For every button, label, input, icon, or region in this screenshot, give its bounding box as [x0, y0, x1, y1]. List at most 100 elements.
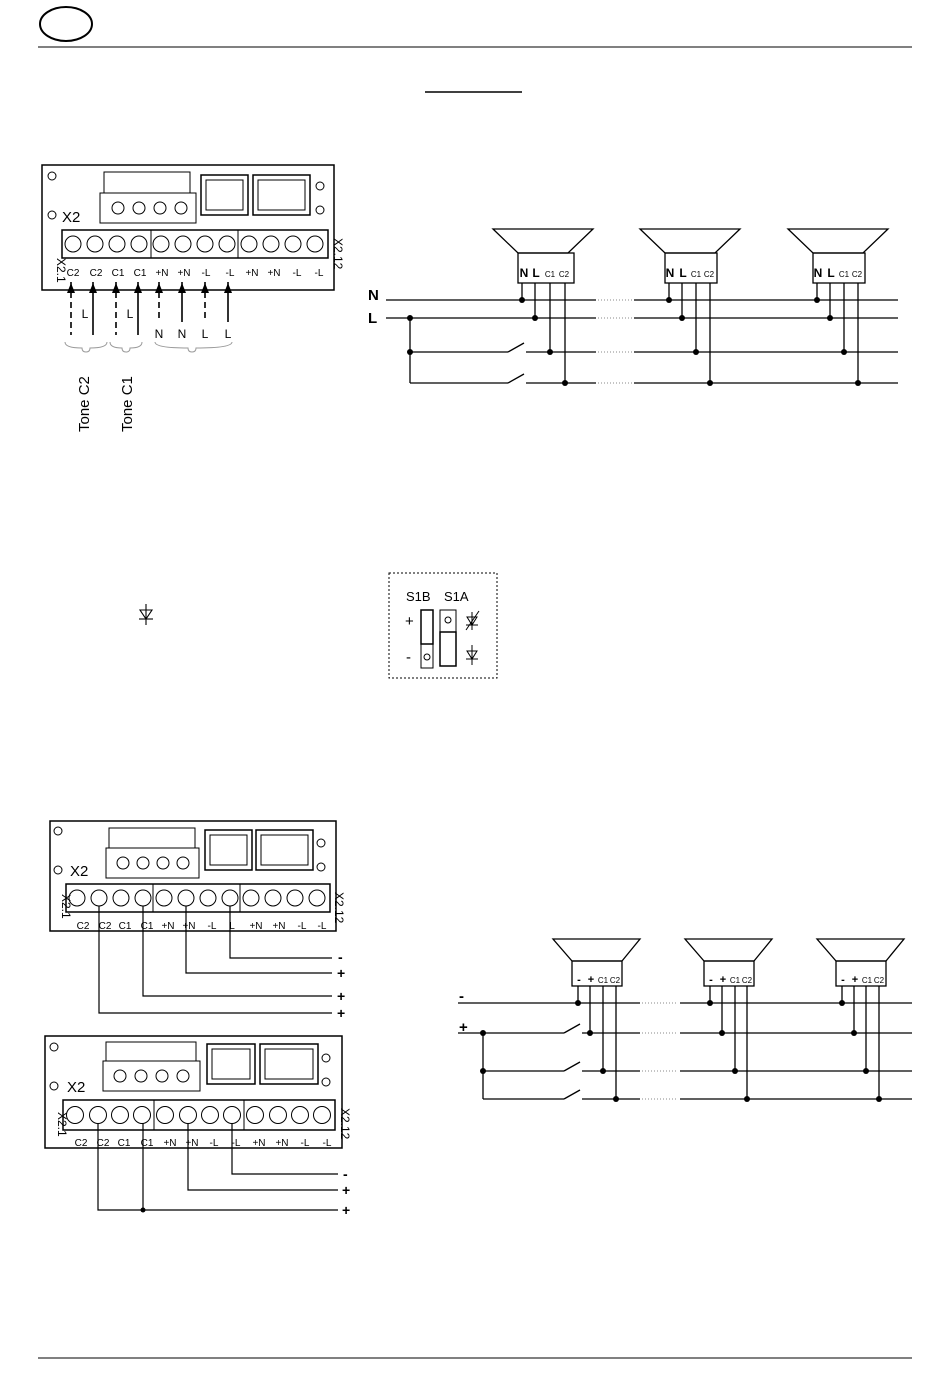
dc-sounder-2	[685, 939, 772, 1102]
sounder-terminal-label: C1	[598, 976, 609, 985]
sounder-terminal-label: C1	[691, 270, 702, 279]
bus-label-minus: -	[459, 988, 464, 1005]
sounder-bus-1	[386, 300, 898, 383]
sounder-terminal-label: +	[852, 974, 858, 986]
board-label-3: X2	[67, 1079, 85, 1096]
terminal-label: +N	[275, 1138, 288, 1149]
terminal-board-3	[45, 1036, 342, 1148]
terminal-label: C2	[99, 921, 112, 932]
dc-sounder-terminal-labels-2: - + C1 C2	[709, 974, 752, 986]
board-label-1: X2	[62, 209, 80, 226]
dc-sounder-terminal-labels-3: - + C1 C2	[841, 974, 884, 986]
sounder-terminal-label: L	[532, 266, 539, 280]
terminal-label: -L	[318, 921, 327, 932]
terminal-label: +N	[163, 1138, 176, 1149]
terminal-label: C2	[75, 1138, 88, 1149]
wire-label: L	[202, 327, 209, 341]
output-label: +	[337, 1005, 345, 1021]
sounder-terminal-label: L	[679, 266, 686, 280]
output-label: +	[342, 1182, 350, 1198]
terminal-label: C1	[119, 921, 132, 932]
output-labels-2: - + + +	[337, 949, 345, 1021]
pin-label-first-2: X2.1	[59, 894, 73, 919]
dc-sounder-terminal-labels-1: - + C1 C2	[577, 974, 620, 986]
terminal-label: -L	[315, 268, 324, 279]
wire-label: N	[155, 327, 164, 341]
tone-label-c2: Tone C2	[76, 376, 93, 432]
switch-polarity-plus: +	[405, 613, 414, 630]
sounder-3	[788, 229, 888, 386]
terminal-label: -L	[232, 1138, 241, 1149]
board-label-2: X2	[70, 863, 88, 880]
sounder-terminal-label: +	[588, 974, 594, 986]
terminal-labels-1: C2 C2 C1 C1 +N +N -L -L +N +N -L -L	[67, 268, 324, 279]
terminal-label: +N	[267, 268, 280, 279]
sounder-terminal-label: N	[814, 266, 823, 280]
sounder-bus-2	[458, 1003, 912, 1099]
sounder-terminal-label: C1	[545, 270, 556, 279]
bus-label-n: N	[368, 287, 379, 304]
output-label: -	[343, 1166, 348, 1182]
output-label: +	[337, 965, 345, 981]
wire-label: N	[178, 327, 187, 341]
terminal-label: -L	[208, 921, 217, 932]
switch-diode-crossed-icon	[466, 611, 479, 630]
output-label: +	[337, 988, 345, 1004]
terminal-label: C2	[90, 268, 103, 279]
sounder-terminal-label: -	[841, 974, 845, 986]
sounder-terminal-label: C2	[610, 976, 621, 985]
sounder-terminal-label: -	[709, 974, 713, 986]
terminal-label: C2	[67, 268, 80, 279]
terminal-label: +N	[155, 268, 168, 279]
bus-label-l: L	[368, 310, 377, 327]
dc-sounder-3	[817, 939, 904, 1102]
output-label: -	[338, 949, 343, 965]
sounder-terminal-label: C2	[852, 270, 863, 279]
terminal-board-2	[50, 821, 336, 931]
output-label: +	[342, 1202, 350, 1218]
terminal-label: +N	[177, 268, 190, 279]
language-badge	[40, 7, 92, 41]
terminal-label: -L	[301, 1138, 310, 1149]
terminal-label: -L	[293, 268, 302, 279]
sounder-terminal-label: C1	[839, 270, 850, 279]
junction-dot	[141, 1208, 146, 1213]
wire-label: L	[225, 327, 232, 341]
switch-label-s1a: S1A	[444, 589, 469, 604]
tone-label-c1: Tone C1	[119, 376, 136, 432]
sounder-terminal-label: N	[520, 266, 529, 280]
terminal-label: +N	[249, 921, 262, 932]
terminal-label: C1	[112, 268, 125, 279]
group-braces-1	[65, 342, 232, 352]
sounder-terminal-label: L	[827, 266, 834, 280]
pin-label-first-3: X2.1	[55, 1112, 69, 1137]
terminal-label: -L	[323, 1138, 332, 1149]
sounder-terminal-label: C1	[862, 976, 873, 985]
wire-label: L	[82, 307, 89, 321]
switch-label-s1b: S1B	[406, 589, 431, 604]
sounder-2	[640, 229, 740, 386]
pin-label-last-2: X2.12	[332, 892, 346, 924]
sounder-terminal-labels-3: N L C1 C2	[814, 266, 863, 280]
terminal-label: +N	[272, 921, 285, 932]
wire-labels-1: L L N N L L	[82, 307, 232, 341]
terminal-label: -L	[226, 268, 235, 279]
sounder-terminal-labels-2: N L C1 C2	[666, 266, 715, 280]
terminal-label: -L	[210, 1138, 219, 1149]
sounder-terminal-label: C2	[742, 976, 753, 985]
sounder-terminal-label: C2	[559, 270, 570, 279]
sounder-1	[493, 229, 593, 386]
terminal-label: -L	[298, 921, 307, 932]
diode-icon	[139, 604, 153, 625]
wire-label: L	[127, 307, 134, 321]
terminal-label: C1	[134, 268, 147, 279]
sounder-terminal-label: C2	[704, 270, 715, 279]
switch-polarity-minus: -	[406, 649, 411, 666]
terminal-label: C2	[77, 921, 90, 932]
terminal-label: +N	[161, 921, 174, 932]
output-labels-3: - + +	[342, 1166, 350, 1218]
bus-label-plus: +	[459, 1019, 468, 1036]
pin-label-last-3: X2.12	[338, 1108, 352, 1140]
terminal-label: +N	[245, 268, 258, 279]
